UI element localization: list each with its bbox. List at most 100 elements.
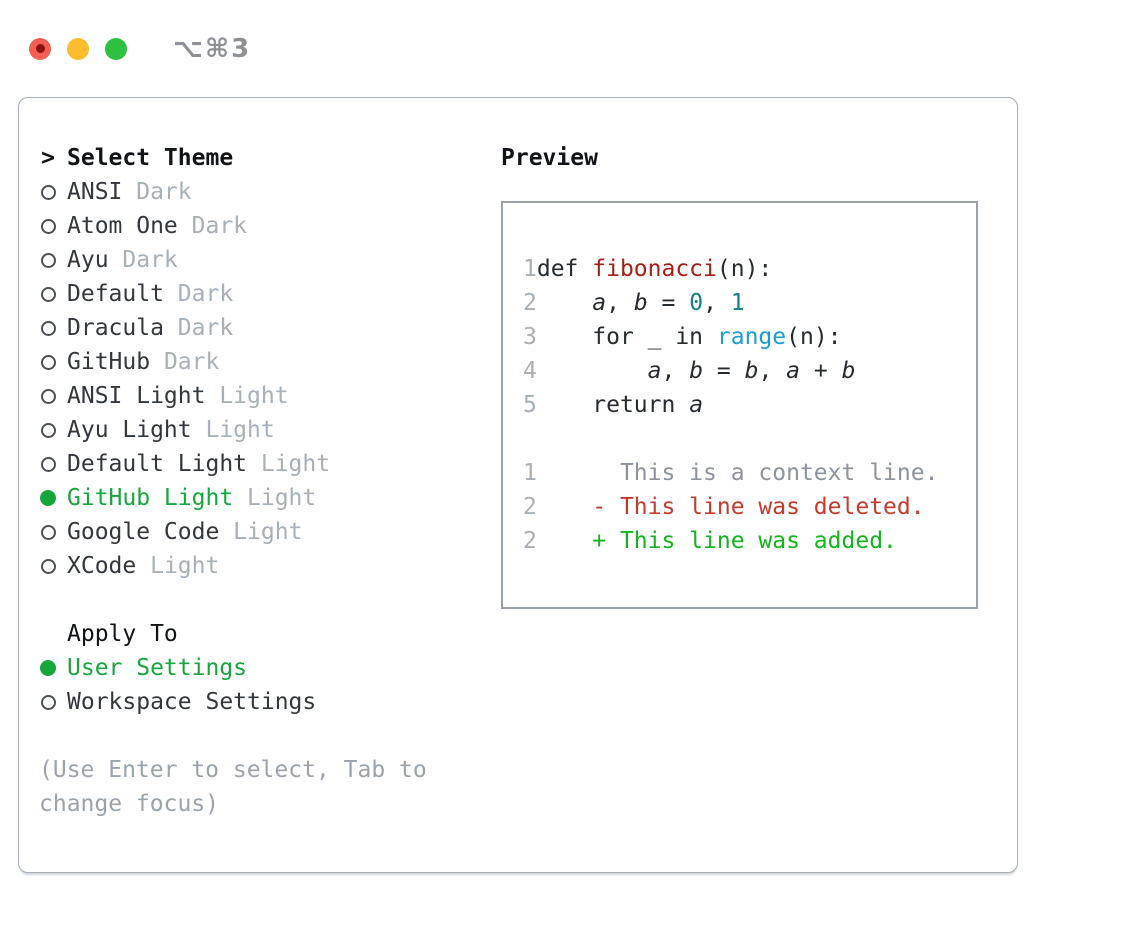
theme-option-github[interactable]: GitHub Dark [39, 345, 481, 379]
radio-icon [40, 422, 56, 438]
code-segment-code: (n): [786, 324, 842, 350]
theme-option-ayu[interactable]: Ayu Dark [39, 243, 481, 277]
radio-icon [40, 184, 56, 200]
radio-selected-icon [40, 660, 56, 676]
option-label: Google Code [67, 519, 220, 545]
spacer-row [39, 583, 481, 617]
option-label: Default [67, 281, 164, 307]
option-label: XCode [67, 553, 137, 579]
code-segment-code: , [606, 290, 634, 316]
option-label: Ayu [67, 247, 109, 273]
theme-option-default[interactable]: Default Dark [39, 277, 481, 311]
code-segment-deleted: - This line was deleted. [592, 494, 925, 520]
option-label: User Settings [67, 655, 248, 681]
theme-option-xcode[interactable]: XCode Light [39, 549, 481, 583]
cursor-caret-icon: > [41, 145, 55, 171]
code-segment-context: This is a context line. [536, 460, 939, 486]
variant-label: Dark [150, 349, 220, 375]
variant-label: Light [233, 485, 317, 511]
theme-option-github-light[interactable]: GitHub Light Light [39, 481, 481, 515]
theme-option-default-light[interactable]: Default Light Light [39, 447, 481, 481]
code-line: 1 def fibonacci(n): [523, 252, 976, 286]
theme-option-dracula[interactable]: Dracula Dark [39, 311, 481, 345]
code-segment-var: a [786, 358, 801, 384]
code-segment-code [537, 494, 592, 520]
code-segment-var: b [744, 358, 759, 384]
code-segment-var: b [633, 290, 648, 316]
theme-option-atom-one[interactable]: Atom One Dark [39, 209, 481, 243]
option-label: GitHub [67, 349, 151, 375]
select-theme-title: Select Theme [67, 145, 234, 171]
preview-column: Preview 1 def fibonacci(n):2 a, b = 0, 1… [501, 141, 978, 872]
code-segment-code: (n): [716, 256, 773, 282]
radio-icon [40, 524, 56, 540]
theme-option-ansi-light[interactable]: ANSI Light Light [39, 379, 481, 413]
code-segment-func: fibonacci [592, 256, 717, 282]
line-number: 1 [523, 460, 537, 486]
option-label: Default Light [67, 451, 248, 477]
option-label: Dracula [67, 315, 164, 341]
line-number: 2 [523, 290, 537, 316]
radio-icon [40, 320, 56, 336]
variant-label: Dark [177, 213, 248, 239]
minimize-button[interactable] [67, 37, 89, 60]
preview-header-row: Preview [501, 141, 978, 175]
radio-icon [40, 252, 56, 268]
variant-label: Light [205, 383, 289, 409]
code-segment-code [537, 358, 648, 384]
theme-option-ansi[interactable]: ANSI Dark [39, 175, 481, 209]
code-line: 5 return a [523, 388, 976, 422]
code-line: 2 a, b = 0, 1 [523, 286, 976, 320]
close-button[interactable] [29, 37, 51, 60]
option-label: Atom One [67, 213, 178, 239]
help-text-line: change focus) [39, 791, 220, 817]
code-segment-code: = [647, 290, 690, 316]
code-segment-code: + [800, 358, 842, 384]
code-line: 4 a, b = b, a + b [523, 354, 976, 388]
code-segment-code: return [536, 392, 690, 418]
line-number: 5 [523, 392, 537, 418]
code-line: 2 - This line was deleted. [523, 490, 976, 524]
variant-label: Light [136, 553, 220, 579]
code-segment-added: + This line was added. [592, 528, 897, 554]
code-segment-num: 1 [730, 290, 745, 316]
option-label: Ayu Light [67, 417, 192, 443]
code-segment-code: for _ in [536, 324, 717, 350]
theme-option-ayu-light[interactable]: Ayu Light Light [39, 413, 481, 447]
code-segment-var: a [592, 290, 607, 316]
code-segment-code: , [703, 290, 731, 316]
variant-label: Light [247, 451, 331, 477]
code-segment-code [537, 290, 592, 316]
code-line: 1 This is a context line. [523, 456, 976, 490]
zoom-button[interactable] [105, 37, 127, 60]
apply-option-workspace-settings[interactable]: Workspace Settings [39, 685, 481, 719]
code-segment-var: a [689, 392, 704, 418]
radio-selected-icon [40, 490, 56, 506]
code-blank-line [523, 422, 976, 456]
line-number: 3 [523, 324, 537, 350]
apply-to-title: Apply To [67, 621, 178, 647]
radio-icon [40, 218, 56, 234]
select-theme-header-row: > Select Theme [39, 141, 481, 175]
code-segment-var: b [689, 358, 704, 384]
apply-option-user-settings[interactable]: User Settings [39, 651, 481, 685]
code-segment-num: 0 [689, 290, 704, 316]
option-label: Workspace Settings [67, 689, 317, 715]
code-segment-code: , [661, 358, 690, 384]
code-segment-var: a [647, 358, 662, 384]
variant-label: Dark [163, 315, 234, 341]
variant-label: Light [191, 417, 275, 443]
variant-label: Dark [122, 179, 192, 205]
help-text-line: (Use Enter to select, Tab to [39, 757, 427, 783]
variant-label: Dark [108, 247, 178, 273]
line-number: 2 [523, 494, 537, 520]
option-label: GitHub Light [67, 485, 234, 511]
line-number: 1 [523, 256, 537, 282]
radio-icon [40, 456, 56, 472]
theme-option-google-code[interactable]: Google Code Light [39, 515, 481, 549]
